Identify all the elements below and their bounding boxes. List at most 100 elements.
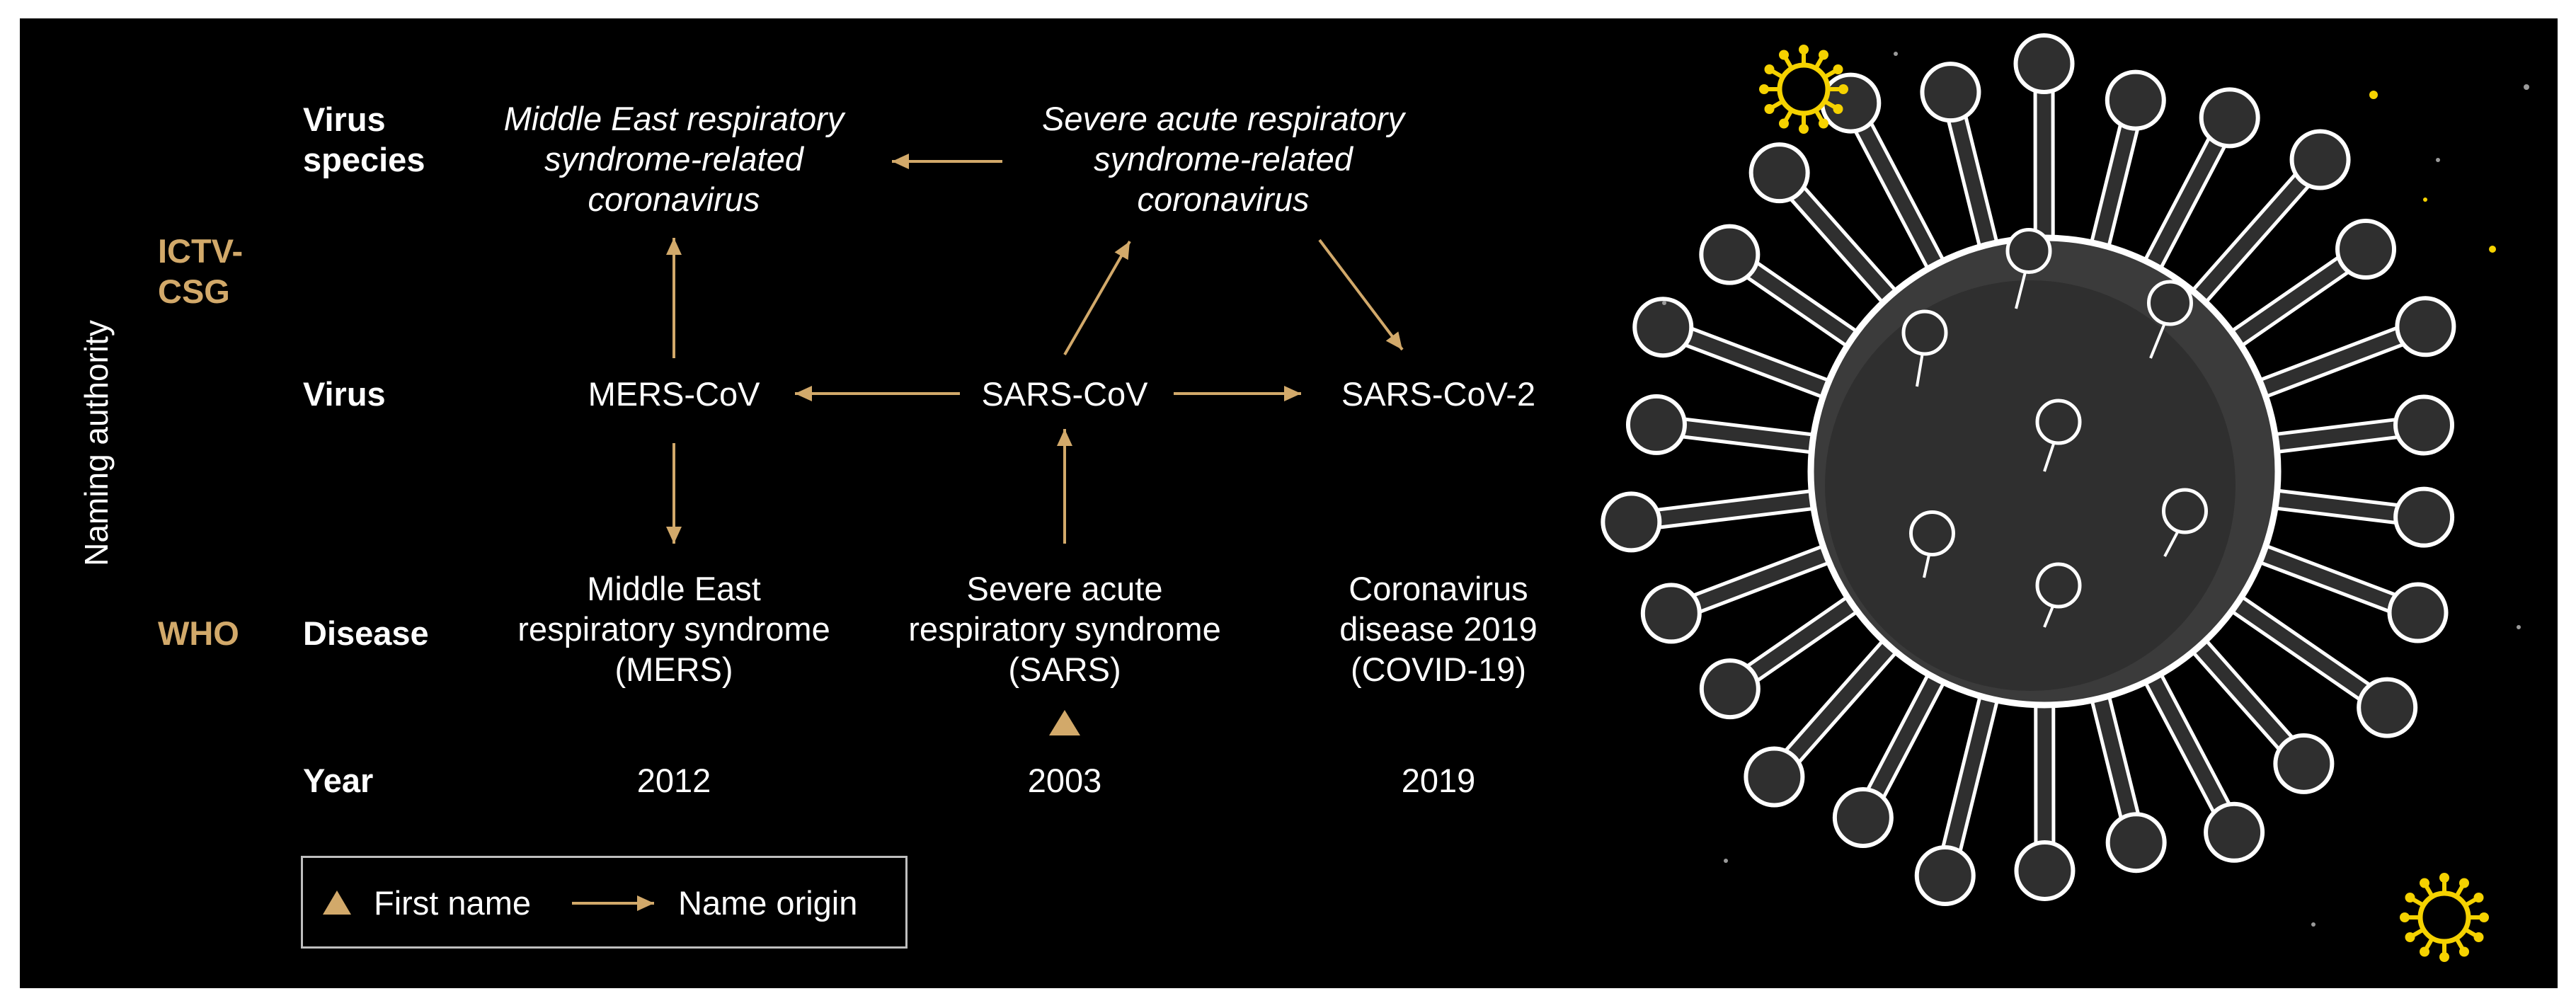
disease-sars: Severe acute respiratory syndrome (SARS): [908, 570, 1221, 688]
virus-spike-fill: [1772, 166, 1911, 320]
virus-spike-head: [2199, 87, 2260, 149]
virus-spike-head: [2393, 394, 2455, 456]
small-virus-icon: [1759, 45, 1848, 134]
virus-spike-head: [2395, 296, 2456, 357]
surface-spike-head: [2005, 228, 2052, 274]
small-virus-spike-head: [1819, 50, 1828, 60]
small-virus-spike-head: [2439, 873, 2449, 883]
legend-first-name: First name: [374, 884, 531, 922]
virus-mers-cov: MERS-CoV: [588, 375, 760, 413]
virus-spike-head: [1601, 491, 1662, 553]
small-virus-spike-head: [2439, 952, 2449, 962]
legend: [301, 856, 908, 949]
speck: [2524, 84, 2529, 90]
virus-sars-cov-2: SARS-CoV-2: [1341, 375, 1536, 413]
speck: [1894, 52, 1898, 56]
virus-spike-head: [2357, 677, 2418, 738]
small-virus-icon: [2400, 873, 2489, 962]
arrow-sars-cov-to-sars-species: [1063, 241, 1131, 355]
small-virus-spike-head: [1779, 50, 1789, 60]
small-virus-spike-head: [2459, 878, 2469, 888]
row-label-virus: Virus: [303, 375, 386, 413]
virus-spike-head: [1748, 142, 1810, 204]
yellow-dot: [2369, 91, 2378, 99]
virus-spike-fill: [2236, 539, 2425, 620]
virus-spike-head: [2013, 33, 2075, 95]
authority-who: WHO: [158, 614, 239, 652]
year-mers: 2012: [636, 762, 711, 799]
virus-spike-head: [2387, 582, 2449, 643]
virus-spike-head: [1640, 583, 1702, 644]
arrow-sars-species-to-sars-cov-2: [1318, 239, 1404, 351]
speck: [2436, 158, 2440, 162]
small-virus-spike-head: [2420, 946, 2429, 957]
speck: [2311, 922, 2315, 927]
virus-spike-fill: [2236, 319, 2433, 403]
virus-spike-head: [2105, 812, 2167, 874]
small-virus-spike-head: [1838, 84, 1848, 94]
disease-mers: Middle East respiratory syndrome (MERS): [517, 570, 830, 688]
small-virus-spike-head: [1764, 64, 1775, 74]
small-virus-spike-head: [2473, 932, 2484, 942]
surface-spike-head: [2035, 562, 2082, 609]
virus-spike-fill: [2136, 652, 2242, 840]
virus-spike-fill: [1624, 490, 1841, 529]
virus-spike-head: [1920, 62, 1981, 123]
small-virus-spike-head: [2400, 912, 2410, 922]
virus-spike-head: [2393, 486, 2455, 548]
virus-spike-head: [1625, 394, 1687, 455]
yellow-dot: [2423, 197, 2427, 202]
small-virus-spike-head: [1779, 118, 1789, 129]
small-virus-spike-head: [2459, 946, 2469, 957]
small-virus-spike-head: [2473, 893, 2484, 903]
small-virus-spike-head: [2420, 878, 2429, 888]
legend-triangle-icon: [323, 890, 351, 915]
year-covid: 2019: [1401, 762, 1476, 799]
virus-spike-head: [2289, 129, 2351, 190]
speck: [1662, 301, 1666, 305]
year-sars: 2003: [1027, 762, 1102, 799]
virus-spike-fill: [2177, 152, 2328, 320]
virus-spike-head: [1632, 297, 1694, 358]
virus-spike-head: [1744, 746, 1805, 808]
speck: [2517, 625, 2521, 629]
authority-ictv-csg: ICTV- CSG: [158, 232, 244, 310]
yellow-dot: [2489, 246, 2496, 253]
virus-spike-head: [2014, 840, 2076, 901]
speck: [1724, 859, 1728, 863]
small-virus-spike-head: [1764, 104, 1775, 114]
row-label-year: Year: [303, 762, 374, 799]
small-virus-body: [2417, 890, 2471, 944]
virus-spike-head: [1699, 658, 1761, 720]
virus-spike-head: [2335, 219, 2397, 280]
virus-spike-fill: [1656, 320, 1853, 403]
coronavirus-illustration: [1601, 33, 2456, 907]
small-virus-spike-head: [1799, 124, 1809, 134]
virus-spike-head: [1832, 786, 1894, 848]
virus-body-inner: [1825, 280, 2236, 691]
virus-spike-fill: [2212, 585, 2395, 715]
virus-spike-head: [2204, 801, 2265, 863]
virus-spike-fill: [2136, 110, 2237, 291]
small-virus-spike-head: [1833, 104, 1843, 114]
virus-spike-fill: [1937, 670, 2001, 883]
virus-spike-head: [2273, 733, 2335, 794]
legend-name-origin: Name origin: [678, 884, 858, 922]
diagram-graphics: [323, 33, 2529, 962]
small-virus-spike-head: [1799, 45, 1809, 55]
surface-spike-head: [2147, 280, 2193, 326]
surface-spike-head: [1901, 309, 1948, 356]
disease-covid: Coronavirus disease 2019 (COVID-19): [1339, 570, 1538, 688]
surface-spike-head: [1909, 510, 1955, 556]
row-label-species: Virus species: [303, 101, 425, 178]
small-virus-spike-head: [2479, 912, 2489, 922]
virus-spike-head: [1914, 845, 1976, 907]
species-sars: Severe acute respiratory syndrome-relate…: [1041, 100, 1405, 218]
small-virus-spike-head: [1819, 118, 1828, 129]
first-name-triangle-icon: [1049, 710, 1080, 735]
small-virus-spike-head: [2405, 893, 2415, 903]
small-virus-spike-head: [2405, 932, 2415, 942]
row-label-disease: Disease: [303, 614, 429, 652]
surface-spike-head: [2035, 399, 2082, 445]
virus-spike-head: [1699, 224, 1761, 285]
